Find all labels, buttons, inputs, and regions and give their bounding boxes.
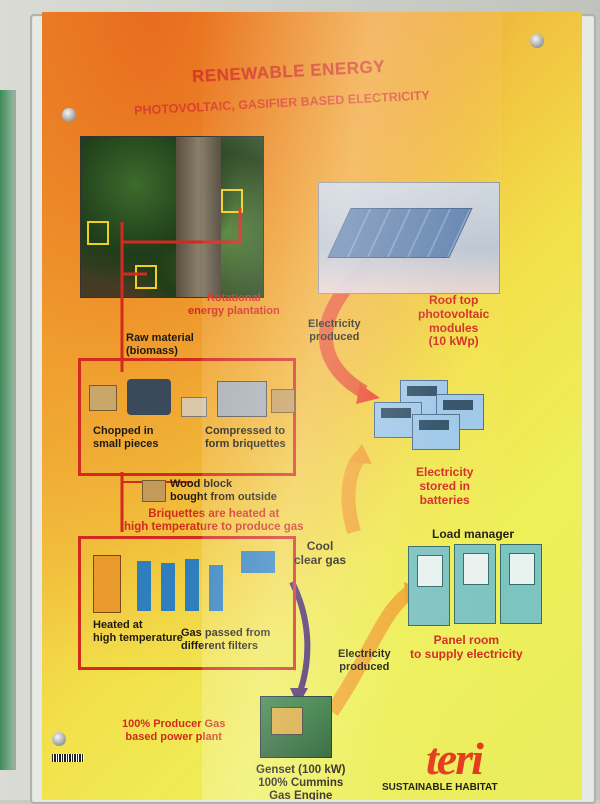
gas-filters-label: Gas passed from different filters [181,627,271,652]
chopped-label: Chopped in small pieces [93,425,159,450]
plantation-label: Rotational energy plantation [188,292,280,317]
panel-room-label: Panel room to supply electricity [410,633,523,661]
roof-modules-label: Roof top photovoltaic modules (10 kWp) [418,293,490,349]
control-cabinet [500,544,542,624]
filter-column [185,559,199,611]
wood-block-label: Wood block bought from outside [170,478,277,503]
fabric-filter [241,551,275,573]
tree-trunk [176,137,221,297]
renewable-energy-poster: RENEWABLE ENERGY PHOTOVOLTAIC, GASIFIER … [42,12,582,800]
gasifier-process-box: Heated at high temperature Gas passed fr… [78,536,296,670]
barcode-sticker [52,754,84,762]
highlight-box [221,189,243,213]
cool-gas-label: Cool clear gas [294,539,347,567]
genset-label: Genset (100 kW) 100% Cummins Gas Engine [256,764,346,800]
electricity-produced-top-label: Electricity produced [308,318,361,343]
wood-block-icon [142,480,166,502]
highlight-box [135,265,157,289]
screw-icon [530,34,544,48]
briquetting-machine [217,381,267,417]
producer-gas-label: 100% Producer Gas based power plant [122,718,226,743]
battery-icon [412,414,460,450]
filter-column [209,565,223,611]
briquettes-heated-label: Briquettes are heated at high temperatur… [124,508,304,534]
highlight-box [87,221,109,245]
wood-chips-icon [89,385,117,411]
heated-label: Heated at high temperature [93,619,183,644]
load-manager-label: Load manager [432,527,515,541]
stored-label: Electricity stored in batteries [416,465,474,507]
filter-column [161,563,175,611]
biomass-process-box: Chopped in small pieces Compressed to fo… [78,358,296,476]
screw-icon [52,732,66,746]
genset-engine [260,696,332,758]
plantation-photo [80,136,264,298]
battery-icon [436,394,484,430]
pieces-icon [181,397,207,417]
chopper-machine [127,379,171,415]
control-cabinet [454,544,496,624]
electricity-produced-bottom-label: Electricity produced [338,648,391,673]
teri-logo: teri [426,733,484,784]
control-cabinet [408,546,450,626]
filter-column [137,561,151,611]
gasifier-reactor [93,555,121,613]
adjacent-poster-edge [0,90,16,770]
screw-icon [62,108,76,122]
habitat-label: SUSTAINABLE HABITAT [382,782,498,793]
pv-panel-icon [327,208,473,258]
solar-panel-photo [318,182,500,294]
compressed-label: Compressed to form briquettes [205,425,286,450]
raw-material-label: Raw material (biomass) [126,332,194,357]
briquettes-icon [271,389,295,413]
